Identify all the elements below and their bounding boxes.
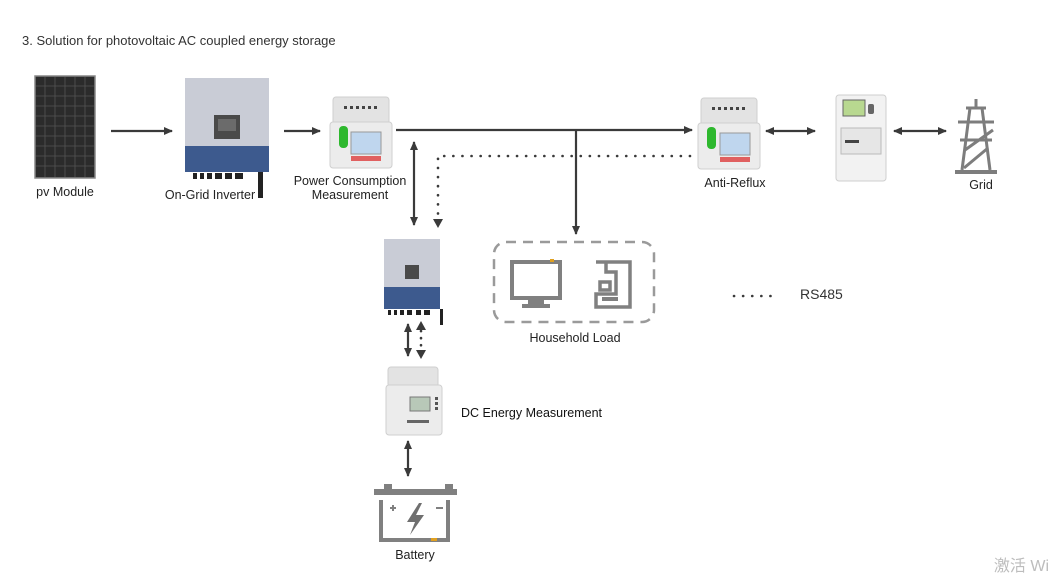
inverter-icon [384,239,443,325]
pv-module-label: pv Module [36,185,94,199]
anti-reflux-label: Anti-Reflux [704,176,766,190]
electricity-meter-icon [835,94,887,182]
dc-energy-measurement-label: DC Energy Measurement [461,406,603,420]
inverter-icon [185,78,269,198]
rs485-arrowhead-down [416,350,426,359]
coffee-machine-icon [594,260,632,309]
solar-panel-icon [34,75,96,179]
household-load-label: Household Load [529,331,621,345]
page-title: 3. Solution for photovoltaic AC coupled … [22,33,336,48]
rs485-line-anti-reflux-to-inverter [436,154,692,224]
power-consumption-label-line1: Power Consumption [293,174,407,188]
rs485-legend-label: RS485 [800,286,843,302]
monitor-icon [510,259,562,308]
on-grid-inverter-label: On-Grid Inverter [164,188,256,202]
grid-label: Grid [969,178,993,192]
rs485-arrowhead-up [416,321,426,330]
din-meter-icon [329,96,393,169]
rs485-arrowhead [433,219,443,228]
dc-meter-icon [385,366,443,436]
activation-watermark: 激活 Wi [993,558,1049,575]
transmission-tower-icon [955,99,997,174]
battery-label: Battery [395,548,435,562]
power-consumption-label-line2: Measurement [311,188,389,202]
power-consumption-label: Power Consumption Measurement [287,174,413,202]
din-meter-icon [697,97,761,170]
battery-icon [374,484,457,542]
household-load-box [492,240,656,324]
